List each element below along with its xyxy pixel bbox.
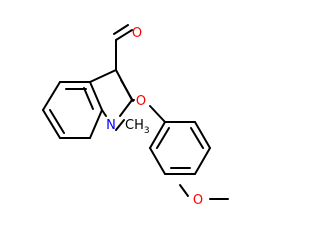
bond bbox=[149, 147, 166, 175]
bond bbox=[89, 109, 103, 139]
structure-canvas: O O N CH3 O bbox=[42, 24, 229, 208]
bond-lines bbox=[42, 24, 229, 200]
bond bbox=[149, 121, 166, 149]
bond bbox=[101, 109, 107, 117]
n-methyl-label: CH3 bbox=[125, 118, 150, 136]
bond bbox=[194, 147, 211, 175]
ether-oxygen-label: O bbox=[136, 94, 146, 109]
bond bbox=[119, 99, 133, 117]
ring-nitrogen-label: N bbox=[106, 118, 116, 133]
bond bbox=[194, 121, 211, 149]
bond bbox=[179, 184, 189, 197]
bond bbox=[149, 105, 166, 123]
atom-labels: O O N CH3 O bbox=[106, 26, 203, 208]
bond bbox=[115, 29, 133, 41]
aldehyde-oxygen-label: O bbox=[132, 26, 142, 41]
bond bbox=[89, 69, 117, 83]
n-methyl-subscript: 3 bbox=[144, 126, 150, 136]
bond bbox=[42, 81, 61, 111]
bond bbox=[83, 87, 94, 110]
n-methyl-text: CH bbox=[125, 118, 144, 133]
methoxy-oxygen-label: O bbox=[193, 193, 203, 208]
bond bbox=[156, 127, 170, 149]
bond bbox=[113, 24, 129, 35]
bond bbox=[49, 109, 65, 134]
bond bbox=[42, 109, 61, 139]
bond bbox=[120, 79, 134, 102]
bond bbox=[115, 119, 125, 131]
bond bbox=[190, 127, 204, 149]
molecule-structure: O O N CH3 O bbox=[42, 24, 229, 208]
bond bbox=[89, 81, 103, 111]
